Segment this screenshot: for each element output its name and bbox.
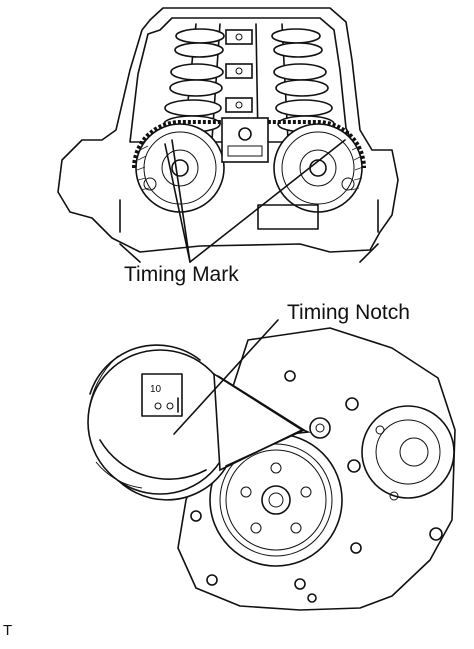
crankshaft-area-illustration (177, 327, 456, 611)
timing-notch-label: Timing Notch (287, 301, 410, 324)
svg-text:10: 10 (150, 384, 162, 395)
left-camshaft-lobes (163, 28, 225, 133)
figure-code: T (3, 622, 13, 639)
block-bolts (190, 370, 443, 603)
cylinder-head-illustration (57, 7, 399, 263)
timing-mark-leaders (164, 139, 346, 263)
bearing-caps (225, 29, 253, 113)
right-camshaft-lobes (271, 28, 335, 133)
timing-mark-label: Timing Mark (124, 263, 239, 286)
oil-pump-cover (361, 405, 455, 501)
detail-magnifier: 10 (87, 344, 311, 501)
timing-notch-leader (173, 319, 279, 435)
